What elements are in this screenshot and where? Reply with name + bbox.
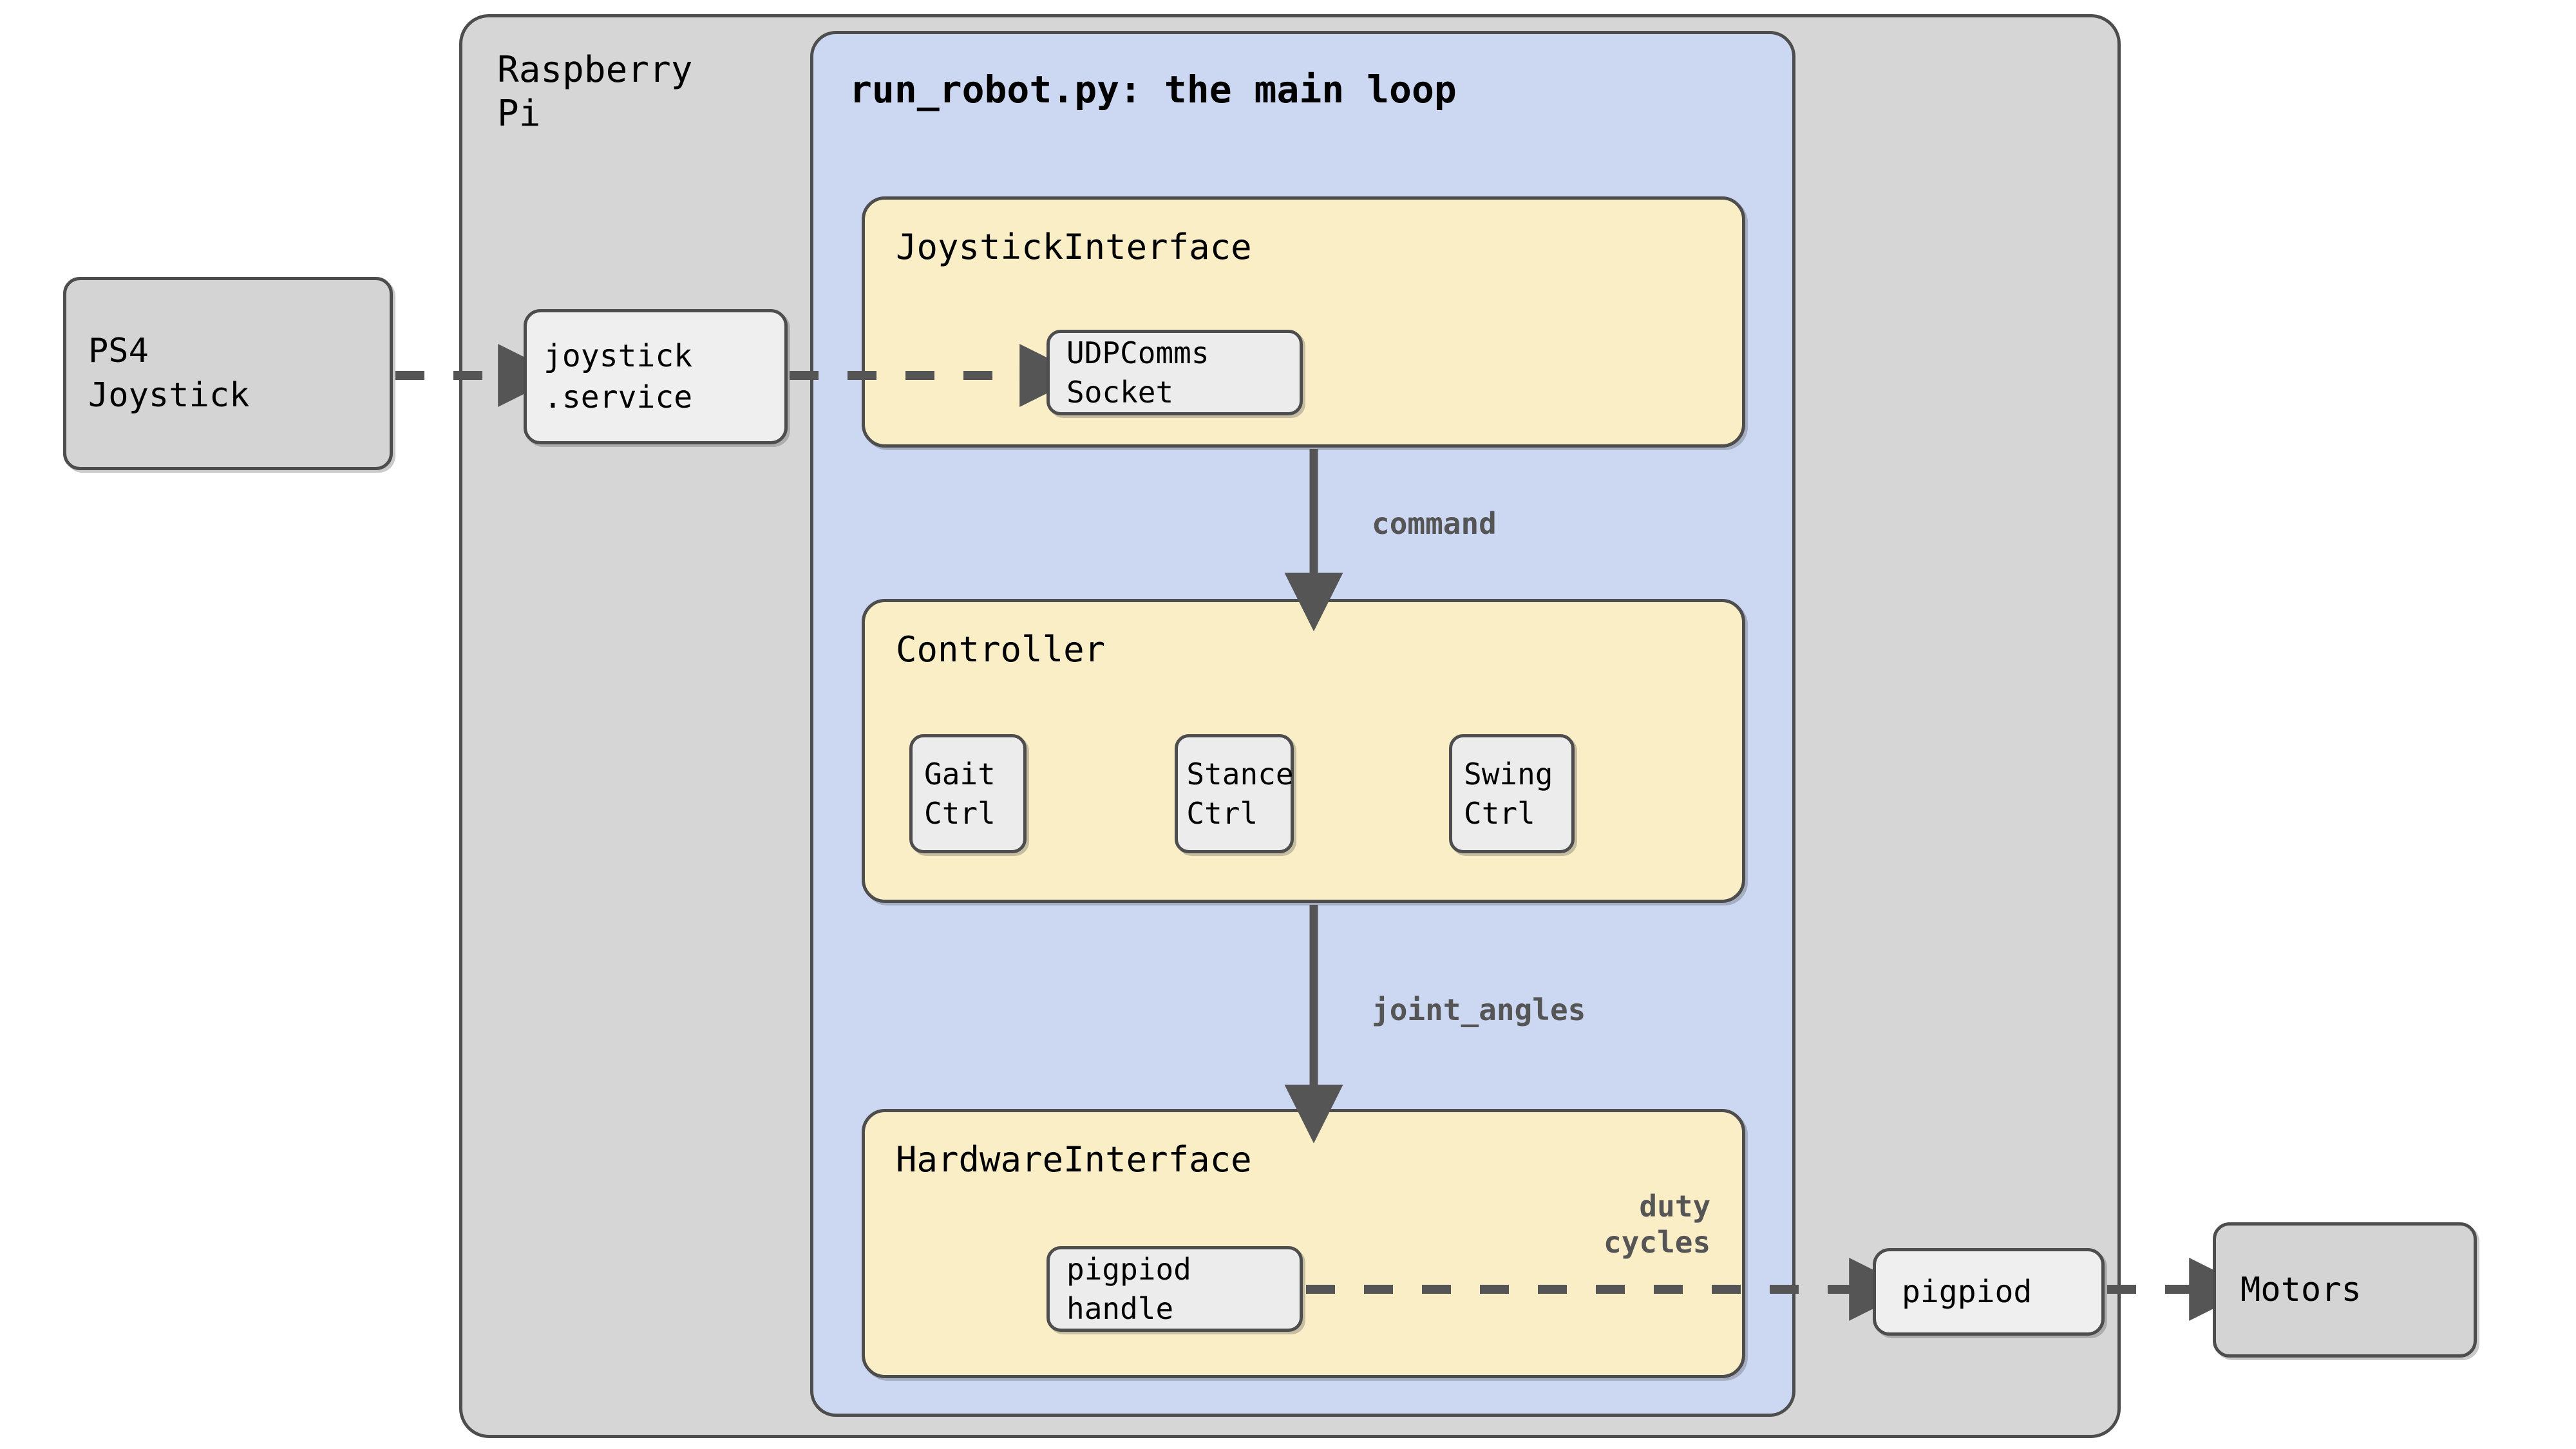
container-raspberry-pi-label: Raspberry Pi — [497, 49, 693, 135]
node-pigpiod[interactable]: pigpiod — [1873, 1248, 2105, 1336]
node-gait-ctrl-label: Gait Ctrl — [924, 756, 996, 831]
node-pigpiod-label: pigpiod — [1902, 1273, 2032, 1310]
edge-label-duty-cycles: duty cycles — [1604, 1189, 1711, 1260]
node-motors[interactable]: Motors — [2213, 1222, 2477, 1358]
node-ps4-joystick-label: PS4 Joystick — [88, 332, 250, 415]
module-joystick-interface: JoystickInterface — [862, 196, 1745, 448]
node-swing-ctrl-label: Swing Ctrl — [1464, 756, 1553, 831]
node-udpcomms-socket[interactable]: UDPComms Socket — [1046, 330, 1303, 415]
node-ps4-joystick[interactable]: PS4 Joystick — [63, 277, 393, 470]
module-hardware-interface: HardwareInterface — [862, 1109, 1745, 1378]
node-gait-ctrl[interactable]: Gait Ctrl — [909, 734, 1027, 853]
node-udpcomms-socket-label: UDPComms Socket — [1066, 335, 1209, 410]
node-pigpiod-handle[interactable]: pigpiod handle — [1046, 1246, 1303, 1332]
module-hardware-interface-title: HardwareInterface — [896, 1139, 1252, 1180]
node-stance-ctrl-label: Stance Ctrl — [1186, 756, 1294, 831]
module-joystick-interface-title: JoystickInterface — [896, 227, 1252, 267]
node-stance-ctrl[interactable]: Stance Ctrl — [1175, 734, 1294, 853]
node-joystick-service[interactable]: joystick .service — [524, 309, 788, 444]
edge-label-joint-angles: joint_angles — [1372, 992, 1586, 1027]
node-motors-label: Motors — [2240, 1270, 2362, 1309]
main-loop-title: run_robot.py: the main loop — [849, 68, 1457, 111]
node-swing-ctrl[interactable]: Swing Ctrl — [1449, 734, 1575, 853]
node-joystick-service-label: joystick .service — [544, 337, 693, 415]
module-controller-title: Controller — [896, 629, 1106, 670]
edge-label-command: command — [1372, 506, 1497, 541]
node-pigpiod-handle-label: pigpiod handle — [1066, 1251, 1191, 1326]
